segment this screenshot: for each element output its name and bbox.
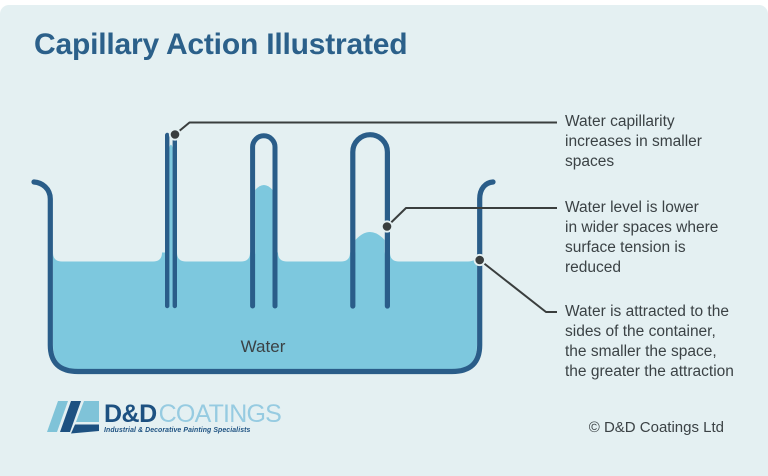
logo-mark-icon — [47, 401, 99, 434]
narrow-tube — [164, 132, 178, 309]
annotation-line: reduced — [565, 259, 622, 276]
logo-name-light: COATINGS — [158, 400, 282, 428]
water-meniscus-cutouts — [53, 238, 477, 262]
logo-name-bold: D&D — [104, 400, 157, 428]
tube-interiors — [168, 134, 385, 308]
water-label: Water — [240, 337, 286, 356]
container-outline — [31, 179, 496, 375]
annotation-line: sides of the container, — [565, 323, 716, 340]
dd-coatings-logo: D&D COATINGS Industrial & Decorative Pai… — [47, 400, 282, 441]
annotation-line: in wider spaces where — [565, 219, 719, 236]
annotation-line: the smaller the space, — [565, 343, 717, 360]
page-title: Capillary Action Illustrated — [34, 28, 408, 61]
annotation-line: the greater the attraction — [565, 363, 734, 380]
annotation-capillarity: Water capillarity increases in smaller s… — [565, 112, 702, 172]
annotation-attraction: Water is attracted to the sides of the c… — [565, 302, 734, 382]
logo-tagline: Industrial & Decorative Painting Special… — [104, 427, 251, 434]
medium-tube — [250, 133, 278, 309]
annotation-line: increases in smaller — [565, 133, 702, 150]
annotation-water-level: Water level is lower in wider spaces whe… — [565, 198, 718, 278]
callout-lines — [174, 121, 557, 313]
callout-dots — [168, 128, 486, 267]
annotation-line: Water level is lower — [565, 199, 699, 216]
annotation-line: Water capillarity — [565, 113, 675, 130]
wide-tube — [350, 132, 390, 309]
annotation-line: spaces — [565, 153, 615, 170]
annotation-line: surface tension is — [565, 239, 686, 256]
logo-text: D&D COATINGS Industrial & Decorative Pai… — [104, 400, 282, 434]
annotation-line: Water is attracted to the — [565, 303, 729, 320]
copyright-notice: © D&D Coatings Ltd — [588, 419, 724, 436]
